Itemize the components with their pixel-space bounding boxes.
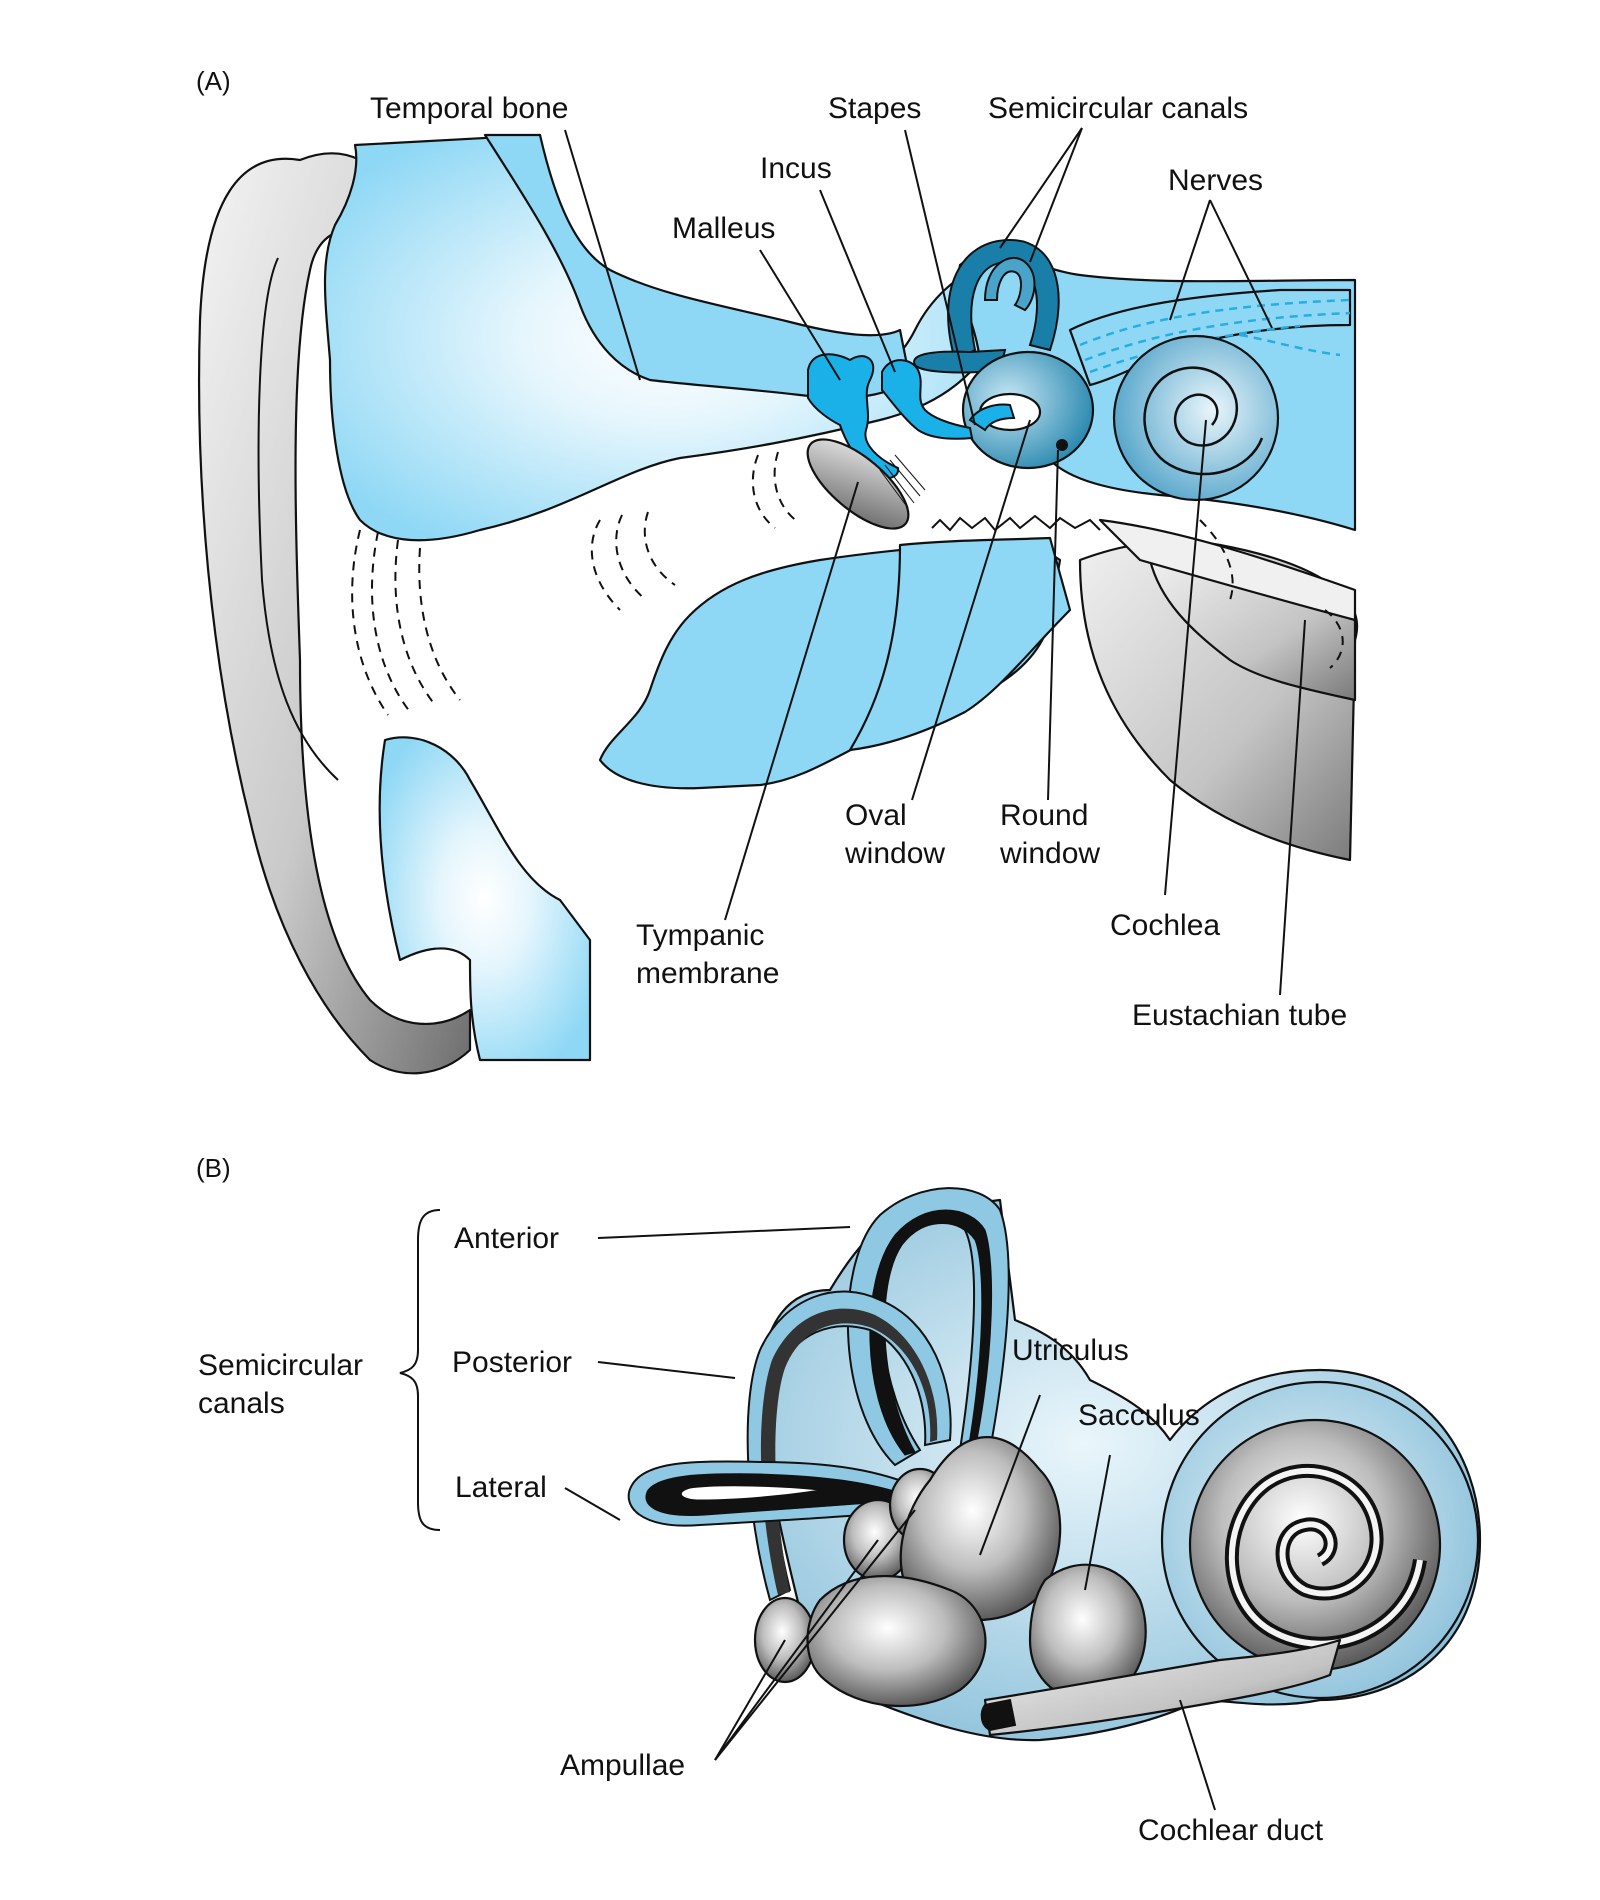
nerve-fibers [1079,298,1351,374]
leader-posterior [597,1361,736,1379]
pharynx-wall [1098,518,1357,622]
label-semicircular-canals-b-2: canals [198,1387,285,1420]
cochlear-duct-tip [980,1698,1017,1732]
label-incus: Incus [760,152,832,185]
leader-anterior [597,1226,851,1239]
saccule-lower [806,1574,987,1708]
label-malleus: Malleus [672,212,775,245]
posterior-canal-lumen [760,1308,938,1595]
round-window [1056,439,1068,451]
leader-lateral [564,1487,621,1521]
malleus [807,353,900,479]
leader-eustachian [1279,619,1306,996]
label-semicircular-canals-b-1: Semicircular [198,1349,363,1382]
panel-b-leaders [564,1226,1216,1811]
leader-round-window [1047,449,1059,801]
label-tympanic-1: Tympanic [636,919,764,952]
label-semicircular-canals: Semicircular canals [988,92,1248,125]
leader-malleus [759,249,841,381]
stapes [968,403,1016,432]
leader-canals-2 [1029,127,1083,263]
incus [881,359,974,440]
leader-ampullae-2 [714,1539,879,1761]
label-temporal-bone: Temporal bone [370,92,568,125]
label-stapes: Stapes [828,92,921,125]
panel-b: (B) [196,1153,1482,1847]
label-tympanic-2: membrane [636,957,779,990]
label-nerves: Nerves [1168,164,1263,197]
leader-oval-window [911,419,1031,801]
sound-waves [351,451,1344,716]
canals-brace [399,1209,441,1531]
panel-a-leaders [564,127,1306,996]
label-posterior: Posterior [452,1346,572,1379]
leader-utriculus [979,1394,1041,1556]
label-utriculus: Utriculus [1012,1334,1129,1367]
middle-ear-ridge [931,514,1101,532]
panel-a: (A) [196,66,1358,1075]
pinna-inner-fold [257,257,339,781]
leader-nerves-1 [1169,199,1211,321]
leader-stapes [904,129,976,426]
leader-ampullae-1 [714,1639,786,1761]
ear-canal-floor [378,736,592,1062]
leader-ampullae-3 [714,1509,916,1761]
panel-a-tag: (A) [196,66,231,96]
label-round-window-1: Round [1000,799,1088,832]
cochlea-b-spiral-light [1228,1467,1423,1647]
label-round-window-2: window [999,837,1100,870]
leader-nerves-2 [1209,199,1273,329]
label-anterior: Anterior [454,1222,559,1255]
leader-cochlea [1164,419,1207,896]
label-ampullae: Ampullae [560,1749,685,1782]
leader-sacculus [1084,1454,1111,1591]
canal-a-inner [983,256,1036,312]
leader-temporal-bone [564,129,641,381]
temporal-bone-upper [483,133,912,399]
label-oval-window-2: window [844,837,945,870]
membrane-hatch [879,454,926,509]
label-cochlear-duct: Cochlear duct [1138,1814,1324,1847]
cochlea-spiral [1143,366,1264,476]
cochlear-duct [983,1638,1342,1737]
label-lateral: Lateral [455,1471,547,1504]
label-eustachian-tube: Eustachian tube [1132,999,1347,1032]
label-sacculus: Sacculus [1078,1399,1200,1432]
leader-tympanic [724,481,859,921]
leader-cochlear-duct [1179,1699,1216,1811]
label-cochlea: Cochlea [1110,909,1220,942]
cochlea [1112,334,1280,502]
panel-b-tag: (B) [196,1153,231,1183]
lateral-canal-gap [680,1485,821,1501]
leader-canals-1 [999,127,1083,249]
leader-incus [819,189,896,373]
label-oval-window-1: Oval [845,799,907,832]
